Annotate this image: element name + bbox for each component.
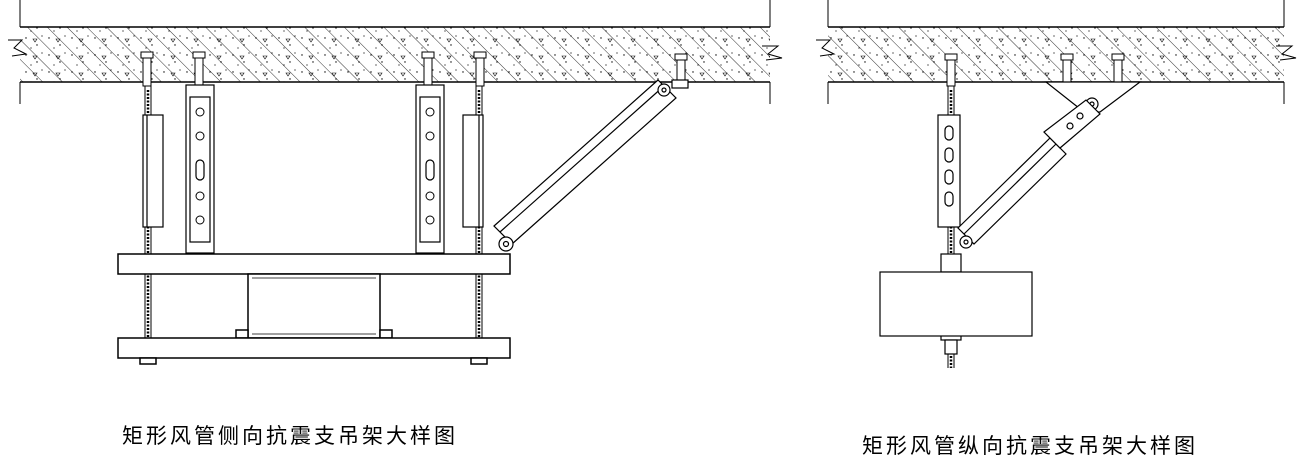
left-caption: 矩形风管侧向抗震支吊架大样图 bbox=[122, 424, 458, 448]
right-vertical-channel bbox=[937, 114, 961, 228]
left-diagonal-brace bbox=[493, 79, 689, 252]
left-rectangular-duct bbox=[235, 273, 393, 339]
right-detail bbox=[816, 0, 1297, 368]
left-detail bbox=[8, 0, 783, 365]
right-concrete-slab bbox=[816, 0, 1297, 104]
left-vertical-channels bbox=[185, 84, 445, 254]
right-caption: 矩形风管纵向抗震支吊架大样图 bbox=[862, 434, 1198, 458]
left-side-channels bbox=[142, 114, 484, 228]
left-upper-crossbeam bbox=[117, 253, 511, 275]
left-channel-nuts bbox=[195, 107, 435, 225]
left-lower-crossbeam bbox=[117, 337, 511, 365]
right-diagonal-brace bbox=[957, 99, 1101, 249]
right-duct-section bbox=[879, 271, 1033, 337]
